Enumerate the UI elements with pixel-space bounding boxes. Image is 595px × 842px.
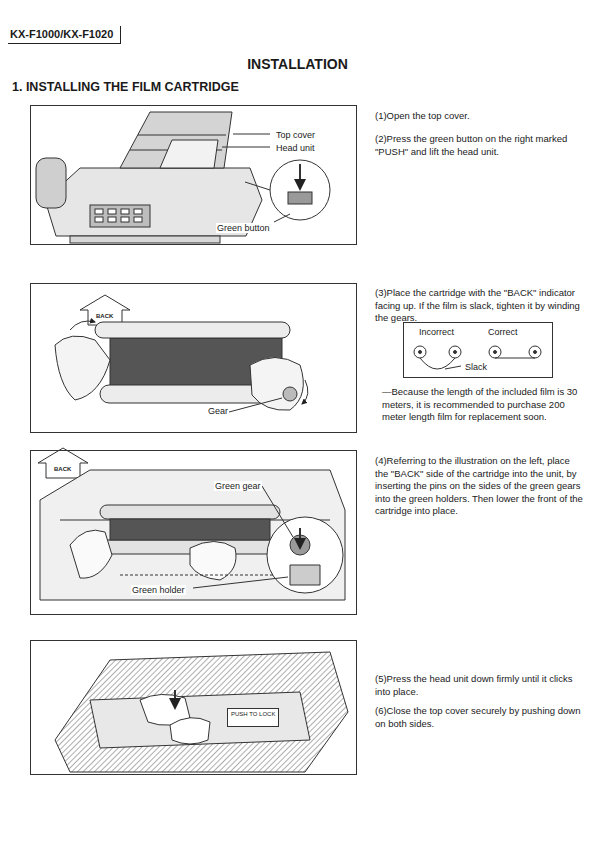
lock-figure [55, 652, 348, 772]
fax-machine-figure [233, 134, 270, 135]
fax-machine-figure [134, 209, 142, 214]
step-text: (5)Press the head unit down firmly until… [375, 673, 583, 698]
step-text: (6)Close the top cover securely by pushi… [375, 705, 583, 730]
slack-box: Incorrect CorrectSlack [403, 322, 553, 378]
page-title: INSTALLATION [0, 56, 595, 72]
lock-figure [174, 690, 176, 708]
slack-figure [449, 346, 461, 358]
caption-label: Correct [487, 327, 519, 337]
fax-machine-figure [70, 236, 220, 243]
step-text: (1)Open the top cover. [375, 110, 583, 123]
slack-figure [495, 358, 535, 359]
slack-figure [445, 366, 461, 369]
slack-figure [529, 346, 541, 358]
callout-label: Slack [464, 362, 488, 372]
fax-machine-figure [274, 214, 290, 222]
fax-machine-figure [222, 147, 270, 148]
insertion-figure [262, 486, 293, 537]
insertion-figure [38, 448, 88, 478]
fax-machine-figure [36, 112, 330, 243]
insertion-figure [267, 517, 343, 593]
fax-machine-figure [120, 112, 232, 168]
cartridge-figure [229, 398, 282, 412]
slack-figure [420, 358, 455, 369]
slack-figure [534, 351, 537, 354]
cartridge-figure [250, 358, 303, 411]
cartridge-figure [70, 321, 95, 330]
indicator-label: BACK [53, 466, 72, 473]
fax-machine-figure [95, 217, 103, 222]
fax-machine-figure [108, 217, 116, 222]
figure-panel: BACK Green gearGreen holder [30, 450, 357, 615]
insertion-figure [290, 565, 320, 585]
part-label: Head unit [275, 143, 316, 153]
part-label: Green button [216, 223, 271, 233]
fax-machine-figure [95, 209, 103, 214]
cartridge-figure [55, 295, 308, 412]
fax-machine-figure [134, 217, 142, 222]
figure-panel: BACK Gear [30, 283, 357, 433]
lock-figure [170, 718, 210, 744]
lock-figure [55, 652, 348, 772]
figure-panel: PUSH TO LOCK [30, 640, 357, 775]
indicator-label: BACK [95, 313, 114, 320]
cartridge-figure [55, 336, 110, 400]
figure-panel: Top coverHead unitGreen button [30, 105, 357, 245]
caption-label: Incorrect [418, 327, 455, 337]
model-header: KX-F1000/KX-F1020 [8, 26, 121, 44]
cartridge-figure [283, 387, 297, 401]
fax-machine-figure [270, 160, 330, 220]
lock-label: PUSH TO LOCK [227, 708, 279, 727]
insertion-figure [38, 448, 345, 600]
slack-figure [489, 346, 501, 358]
step-text: (2)Press the green button on the right m… [375, 133, 583, 158]
fax-machine-figure [108, 209, 116, 214]
slack-figure [419, 351, 422, 354]
insertion-figure [193, 577, 288, 588]
section-heading: 1. INSTALLING THE FILM CARTRIDGE [12, 80, 239, 94]
slack-figure [494, 351, 497, 354]
slack-figure [414, 346, 426, 358]
fax-machine-figure [138, 135, 226, 136]
lock-figure [90, 692, 310, 748]
fax-machine-figure [288, 192, 312, 204]
insertion-figure [190, 542, 236, 581]
fax-machine-figure [90, 205, 150, 227]
step-text: (4)Referring to the illustration on the … [375, 455, 583, 518]
part-label: Top cover [275, 130, 316, 140]
insertion-figure [110, 519, 270, 540]
cartridge-figure [302, 380, 308, 404]
note-text: —Because the length of the included film… [382, 386, 582, 424]
part-label: Green gear [214, 481, 262, 491]
insertion-figure [70, 530, 112, 578]
cartridge-figure [95, 322, 290, 338]
insertion-figure [299, 528, 301, 548]
fax-machine-figure [121, 217, 129, 222]
part-label: Green holder [131, 585, 186, 595]
fax-machine-figure [299, 164, 301, 189]
step-text: (3)Place the cartridge with the "BACK" i… [375, 287, 583, 325]
slack-figure [454, 351, 457, 354]
insertion-figure [40, 470, 345, 600]
fax-machine-figure [36, 158, 66, 208]
part-label: Gear [207, 406, 229, 416]
fax-machine-figure [245, 182, 270, 190]
fax-machine-figure [121, 209, 129, 214]
insertion-figure [100, 505, 280, 519]
fax-machine-figure [160, 140, 218, 168]
